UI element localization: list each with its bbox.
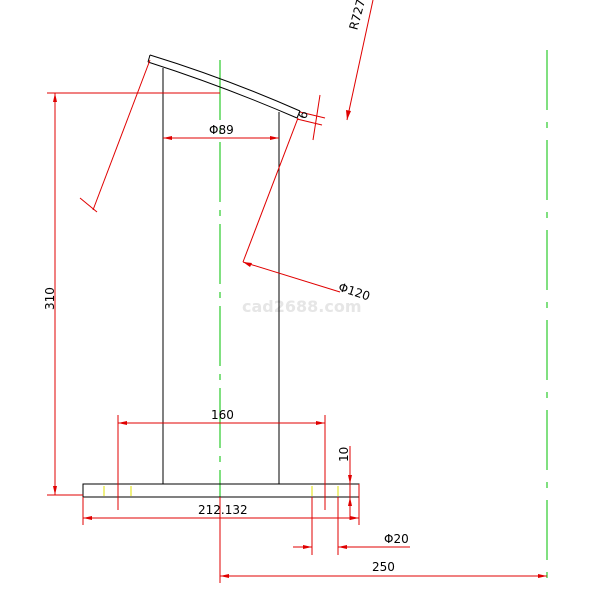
- dim-top-thickness-label: 6: [295, 109, 311, 121]
- dim-hole-diameter-label: Φ20: [384, 532, 409, 546]
- hidden-lines: [103, 486, 339, 496]
- base-plate: [82, 483, 360, 498]
- dim-tube-diameter-label: Φ89: [209, 123, 234, 137]
- dimension-lines: [47, 0, 547, 583]
- dimension-arrows: [53, 93, 547, 578]
- dim-height-label: 310: [43, 287, 57, 310]
- watermark: cad2688.com: [242, 297, 362, 316]
- dim-center-distance-label: 250: [372, 560, 395, 574]
- dim-base-thickness-label: 10: [337, 447, 351, 462]
- dim-radius-label: R727: [347, 0, 369, 31]
- dim-base-width-label: 212.132: [198, 503, 248, 517]
- top-plate-lower: [147, 61, 298, 119]
- dim-bolt-spacing-label: 160: [211, 408, 234, 422]
- top-plate-upper: [149, 54, 301, 112]
- part-outline: [82, 54, 360, 498]
